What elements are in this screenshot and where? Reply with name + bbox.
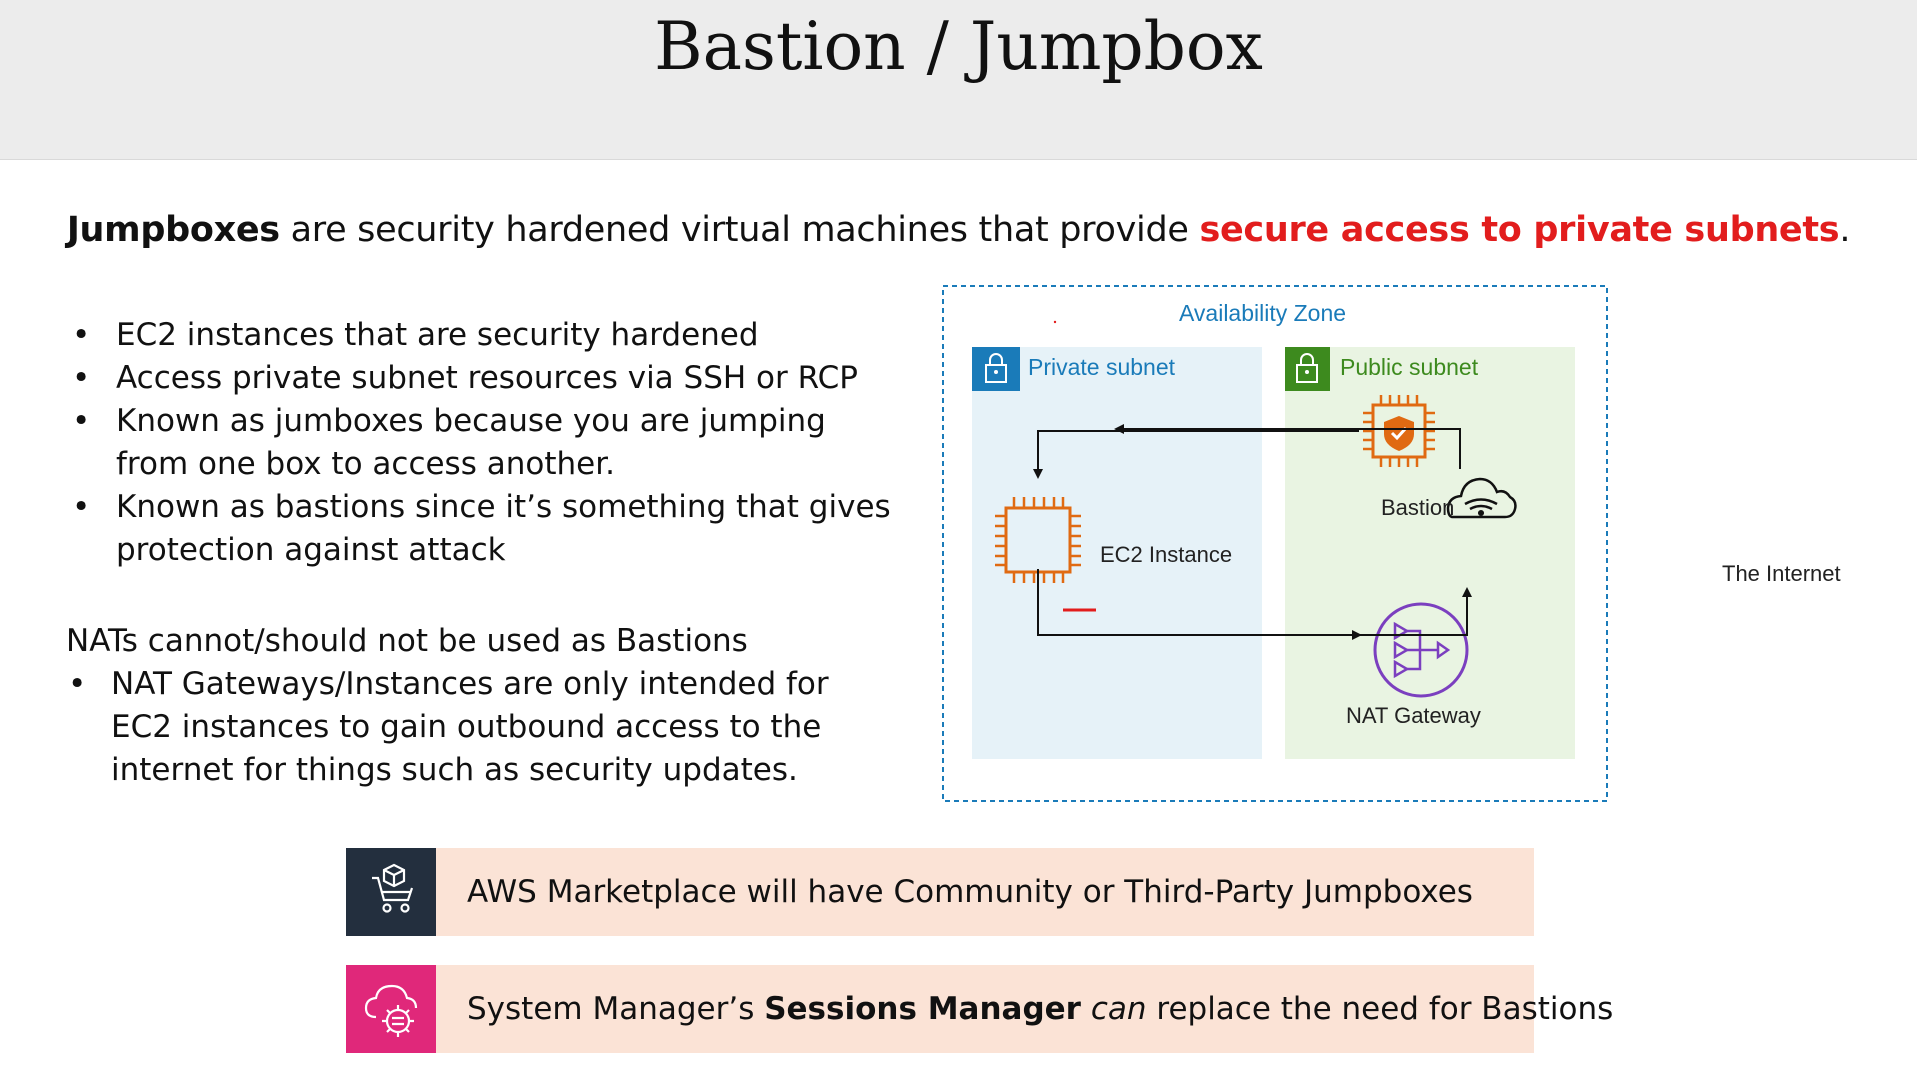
bullet-item: Known as jumboxes because you are jumpin… <box>66 400 896 486</box>
internet-to-bastion-arrow <box>1114 424 1461 469</box>
callout-text-pre: System Manager’s <box>467 991 765 1027</box>
nat-bullets: NAT Gateways/Instances are only intended… <box>66 663 846 792</box>
callout-marketplace-text: AWS Marketplace will have Community or T… <box>467 874 1473 910</box>
intro-sentence: Jumpboxes are security hardened virtual … <box>0 210 1917 250</box>
marketplace-cart-icon <box>346 848 436 936</box>
nat-to-internet-arrow <box>1169 587 1472 636</box>
public-subnet-label: Public subnet <box>1340 354 1479 380</box>
cloud-gear-icon <box>346 965 436 1053</box>
private-subnet-label: Private subnet <box>1028 354 1176 380</box>
bullet-item: Access private subnet resources via SSH … <box>66 357 896 400</box>
callout-sessions-manager: System Manager’s Sessions Manager can re… <box>346 965 1613 1053</box>
intro-middle: are security hardened virtual machines t… <box>279 210 1200 250</box>
bullet-item: NAT Gateways/Instances are only intended… <box>66 663 846 792</box>
callout-text-post: replace the need for Bastions <box>1146 991 1614 1027</box>
page-title: Bastion / Jumpbox <box>654 8 1263 85</box>
availability-zone-label: Availability Zone <box>1179 300 1347 326</box>
intro-end: . <box>1839 210 1851 250</box>
architecture-diagram: Availability Zone Private subnet Public … <box>940 283 1841 803</box>
bullet-item: EC2 instances that are security hardened <box>66 314 896 357</box>
availability-zone-border <box>942 285 1608 802</box>
lock-icon <box>1285 347 1330 391</box>
bastion-to-ec2-arrow <box>1033 430 1359 479</box>
private-subnet-area <box>972 347 1262 759</box>
callout-text-bold: Sessions Manager <box>764 991 1081 1027</box>
internet-label: The Internet <box>1722 561 1841 586</box>
nat-heading: NATs cannot/should not be used as Bastio… <box>66 623 748 659</box>
shield-chip-icon <box>1363 395 1435 467</box>
cloud-icon <box>1446 477 1517 519</box>
nat-gateway-label: NAT Gateway <box>1346 703 1481 728</box>
public-subnet-area <box>1285 347 1575 759</box>
bullet-item: Known as bastions since it’s something t… <box>66 486 896 572</box>
intro-bold: Jumpboxes <box>66 210 280 250</box>
callout-text-space <box>1081 991 1091 1027</box>
bastion-label: Bastion <box>1381 495 1455 520</box>
red-dot <box>1053 320 1057 324</box>
intro-highlight: secure access to private subnets <box>1199 210 1840 250</box>
lock-icon <box>972 347 1020 391</box>
diagram-canvas <box>942 285 1608 802</box>
ec2-instance-label: EC2 Instance <box>1100 542 1233 567</box>
callout-sessions-text: System Manager’s Sessions Manager can re… <box>467 965 1613 1053</box>
title-bar: Bastion / Jumpbox <box>0 0 1917 160</box>
callout-text-italic: can <box>1090 991 1147 1027</box>
callout-marketplace: AWS Marketplace will have Community or T… <box>346 848 1534 936</box>
feature-bullets: EC2 instances that are security hardened… <box>66 314 896 572</box>
